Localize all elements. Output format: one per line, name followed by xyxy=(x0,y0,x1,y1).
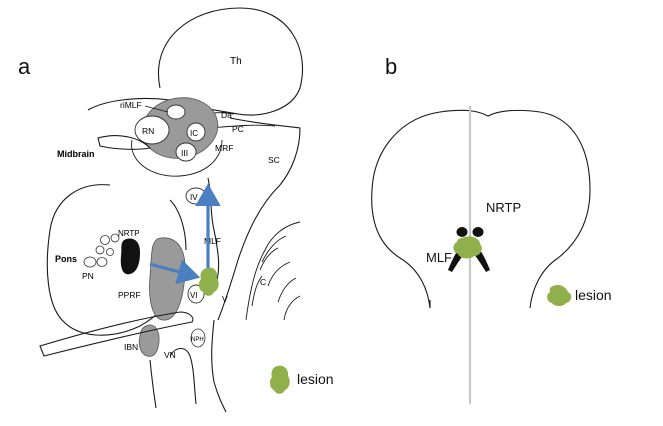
label-pn: PN xyxy=(82,271,94,281)
legend-lesion-icon-a xyxy=(269,365,290,394)
label-iv: IV xyxy=(190,193,198,202)
lesion-marker-b xyxy=(453,236,482,259)
legend-lesion-label-a: lesion xyxy=(297,371,334,387)
cerebellum-folia xyxy=(245,221,301,321)
fourth-ventricle-outline xyxy=(217,184,281,321)
label-da: Da xyxy=(221,110,232,120)
medulla-outline xyxy=(149,319,227,413)
label-nph: NPH xyxy=(191,337,204,343)
collicular-outline xyxy=(229,117,301,186)
legend-lesion-icon-b xyxy=(547,284,572,306)
label-sc: SC xyxy=(268,155,280,165)
vn-outline xyxy=(169,347,197,405)
nrtp-circle-2 xyxy=(110,233,120,243)
peduncle-band xyxy=(97,135,152,150)
label-pons: Pons xyxy=(55,254,77,264)
nrtp-black-nucleus xyxy=(120,238,140,275)
label-c: C xyxy=(260,277,266,287)
legend-lesion-label-b: lesion xyxy=(575,287,612,303)
iii-nucleus xyxy=(175,142,197,162)
label-pc: PC xyxy=(232,124,244,134)
label-vn: VN xyxy=(164,350,176,360)
label-nrtp: NRTP xyxy=(118,229,140,238)
label-mlf-b: MLF xyxy=(426,250,452,265)
pons-cross-section-outline xyxy=(371,109,591,309)
vi-nucleus xyxy=(187,284,205,304)
label-iii: III xyxy=(181,148,188,158)
label-nrtp-b: NRTP xyxy=(486,200,521,215)
pons-inner-outline xyxy=(169,199,187,251)
label-rn: RN xyxy=(142,126,154,136)
label-v: V xyxy=(222,294,228,304)
panel-b: b NRTP MLF lesion xyxy=(371,54,612,404)
nrtp-circle-4 xyxy=(106,248,114,256)
pyramidal-band xyxy=(39,311,194,357)
label-ic: IC xyxy=(190,129,198,138)
pprf-nucleus xyxy=(149,237,186,321)
thalamus-outline xyxy=(158,7,304,116)
nph-nucleus xyxy=(190,328,206,348)
ic-nucleus xyxy=(186,122,206,142)
label-th: Th xyxy=(230,56,242,67)
label-midbrain: Midbrain xyxy=(57,149,95,159)
label-vi: VI xyxy=(190,291,198,300)
rimlf-nucleus xyxy=(166,104,186,120)
panel-a-letter: a xyxy=(18,54,31,79)
pprf-to-lesion-arrow xyxy=(149,259,201,285)
label-pprf: PPRF xyxy=(118,290,141,300)
mlf-bundle-left xyxy=(456,227,468,237)
pn-circle-1 xyxy=(83,256,97,268)
panel-a: a Th riMLF Da RN IC PC III MRF SC Midbra… xyxy=(18,7,334,413)
label-mlf: MLF xyxy=(204,236,221,246)
brainstem-outline-upper xyxy=(87,97,171,111)
mlf-bundle-right xyxy=(472,227,484,237)
label-rimlf: riMLF xyxy=(120,100,142,110)
lesion-marker-a xyxy=(198,267,219,296)
panel-b-letter: b xyxy=(385,54,397,79)
label-ibn: IBN xyxy=(124,342,138,352)
ibn-nucleus xyxy=(138,324,160,357)
pn-circle-2 xyxy=(96,257,108,267)
pons-outline xyxy=(46,184,181,336)
rn-nucleus xyxy=(134,115,170,145)
midbrain-outer-ring xyxy=(131,139,223,177)
nrtp-circle-1 xyxy=(100,235,110,245)
nrtp-circle-3 xyxy=(95,245,105,255)
label-mrf: MRF xyxy=(215,143,233,153)
rimlf-pointer xyxy=(144,105,169,113)
